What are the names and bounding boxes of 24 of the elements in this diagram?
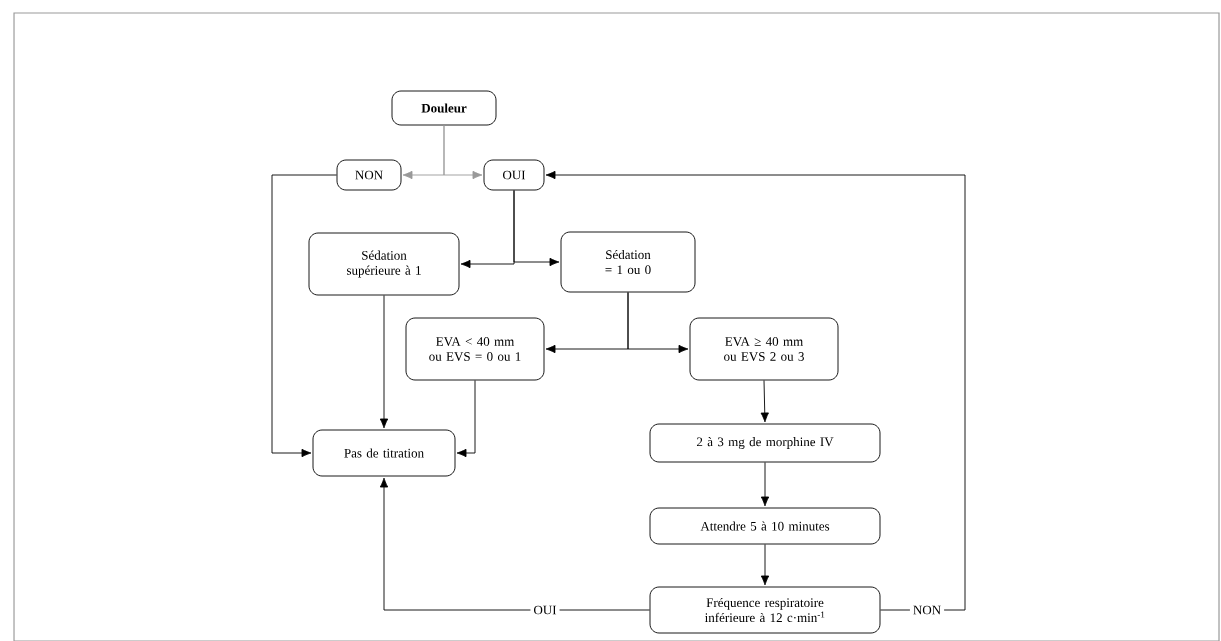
process-box: Sédation = 1 ou 0 bbox=[560, 231, 696, 293]
arrow bbox=[456, 380, 476, 458]
arrow bbox=[271, 174, 337, 458]
arrow bbox=[760, 380, 769, 423]
arrow bbox=[379, 295, 389, 429]
arrow bbox=[545, 170, 966, 611]
arrow bbox=[760, 462, 770, 507]
answer-box: OUI bbox=[483, 159, 545, 191]
arrow bbox=[443, 125, 483, 180]
edge-label: OUI bbox=[530, 602, 560, 618]
process-box: Fréquence respiratoire inférieure à 12 c·min$^{-1}$ bbox=[649, 586, 881, 634]
process-box: Attendre 5 à 10 minutes bbox=[649, 507, 881, 545]
edge-label: NON bbox=[909, 602, 945, 618]
arrow bbox=[760, 544, 770, 586]
process-box: 2 à 3 mg de morphine IV bbox=[649, 423, 881, 463]
process-box: Pas de titration bbox=[312, 429, 456, 477]
arrow bbox=[379, 477, 650, 611]
process-box: Sédation supérieure à 1 bbox=[308, 232, 460, 296]
process-box: EVA ≥ 40 mm ou EVS 2 ou 3 bbox=[689, 317, 839, 381]
process-box: EVA < 40 mm ou EVS = 0 ou 1 bbox=[405, 317, 545, 381]
terminal-box: Douleur bbox=[391, 90, 497, 126]
arrow bbox=[513, 190, 560, 267]
answer-box: NON bbox=[336, 159, 402, 191]
arrow bbox=[627, 292, 689, 354]
